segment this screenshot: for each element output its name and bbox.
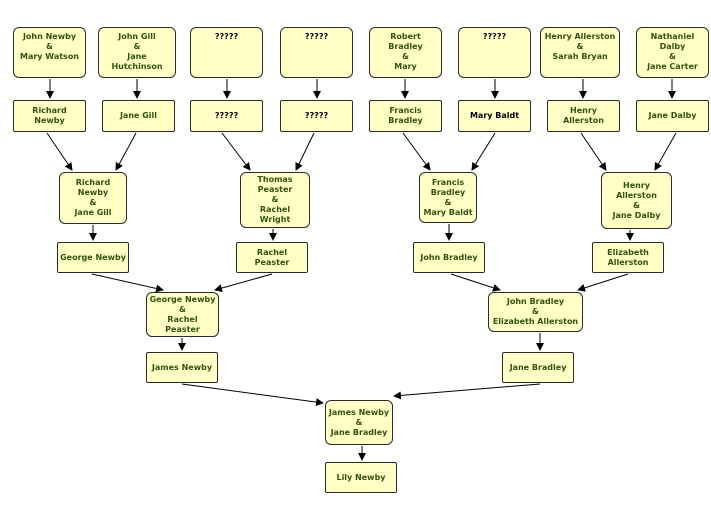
node-francis-bradley: Francis Bradley (369, 100, 442, 132)
node-label: Elizabeth Allerston (607, 247, 649, 267)
node-john-newby-mary-watson: John Newby & Mary Watson (13, 27, 86, 78)
node-george-newby-rachel-peaster: George Newby & Rachel Peaster (146, 292, 219, 337)
node-richard-newby: Richard Newby (13, 100, 86, 132)
node-george-newby: George Newby (57, 242, 129, 273)
node-richard-newby-jane-gill: Richard Newby & Jane Gill (59, 172, 127, 224)
node-label: Lily Newby (336, 472, 386, 482)
node-jane-gill: Jane Gill (102, 100, 175, 132)
node-henry-allerston: Henry Allerston (547, 100, 620, 132)
node-unknown-4: ????? (190, 100, 263, 132)
node-label: George Newby (60, 252, 126, 262)
node-francis-bradley-mary-baldt: Francis Bradley & Mary Baldt (419, 172, 477, 223)
node-label: John Bradley & Elizabeth Allerston (492, 297, 579, 326)
connector-arrow (450, 273, 501, 292)
node-label: ????? (214, 32, 239, 41)
node-label: ????? (214, 111, 239, 120)
node-label: ????? (304, 111, 329, 120)
connector-arrow (91, 273, 164, 293)
node-label: John Bradley (420, 252, 478, 262)
node-label: Jane Bradley (509, 362, 567, 372)
node-label: James Newby & Jane Bradley (328, 407, 390, 437)
node-label: Nathaniel Dalby & Jane Carter (647, 32, 698, 71)
node-lily-newby: Lily Newby (325, 462, 397, 493)
node-label: Francis Bradley (388, 106, 423, 125)
connector-arrow (46, 132, 73, 171)
node-label: Richard Newby & Jane Gill (74, 178, 112, 217)
node-label: ????? (304, 32, 329, 41)
node-label: Mary Baldt (469, 111, 520, 120)
node-label: George Newby & Rachel Peaster (149, 294, 216, 334)
connector-arrow (577, 273, 629, 292)
node-john-bradley-elizabeth-allerston: John Bradley & Elizabeth Allerston (488, 292, 583, 332)
connector-arrow (393, 383, 541, 400)
connector-arrow (115, 132, 137, 171)
connector-arrow (580, 132, 607, 171)
node-unknown-5: ????? (280, 100, 353, 132)
node-thomas-peaster-rachel-wright: Thomas Peaster & Rachel Wright (240, 172, 310, 228)
node-james-newby: James Newby (146, 352, 218, 383)
node-robert-bradley-mary: Robert Bradley & Mary (369, 27, 442, 78)
node-label: Thomas Peaster & Rachel Wright (257, 175, 293, 224)
connector-arrow (221, 132, 251, 171)
node-label: Rachel Peaster (254, 247, 290, 267)
node-john-bradley: John Bradley (413, 242, 485, 273)
node-unknown-1: ????? (190, 27, 263, 78)
node-unknown-2: ????? (280, 27, 353, 78)
node-label: Jane Gill (119, 111, 158, 120)
connector-arrow (402, 132, 431, 171)
node-james-newby-jane-bradley: James Newby & Jane Bradley (325, 400, 393, 445)
node-label: Henry Allerston (563, 106, 604, 125)
connector-arrow (214, 273, 273, 292)
node-label: Henry Allerston & Jane Dalby (612, 180, 661, 220)
node-unknown-3: ????? (458, 27, 531, 78)
node-label: Francis Bradley & Mary Baldt (423, 177, 473, 217)
node-label: Jane Dalby (648, 111, 697, 120)
node-mary-baldt: Mary Baldt (458, 100, 531, 132)
node-label: ????? (482, 32, 507, 41)
node-jane-dalby: Jane Dalby (636, 100, 709, 132)
node-label: Robert Bradley & Mary (388, 32, 423, 71)
node-john-gill-jane-hutchinson: John Gill & Jane Hutchinson (98, 27, 176, 78)
node-label: Henry Allerston & Sarah Bryan (544, 32, 616, 61)
node-label: James Newby (151, 362, 213, 372)
connector-arrow (295, 132, 315, 171)
node-label: John Gill & Jane Hutchinson (111, 32, 163, 71)
connector-arrow (654, 132, 677, 171)
connector-arrow (471, 132, 496, 171)
node-jane-bradley: Jane Bradley (502, 352, 574, 383)
node-rachel-peaster: Rachel Peaster (236, 242, 308, 273)
node-elizabeth-allerston: Elizabeth Allerston (592, 242, 664, 273)
node-nathaniel-dalby-jane-carter: Nathaniel Dalby & Jane Carter (636, 27, 709, 78)
node-label: John Newby & Mary Watson (19, 32, 80, 61)
connector-arrow (181, 383, 324, 407)
node-henry-allerston-jane-dalby: Henry Allerston & Jane Dalby (601, 172, 672, 229)
node-label: Richard Newby (32, 106, 67, 125)
node-henry-allerston-sarah-bryan: Henry Allerston & Sarah Bryan (540, 27, 620, 78)
